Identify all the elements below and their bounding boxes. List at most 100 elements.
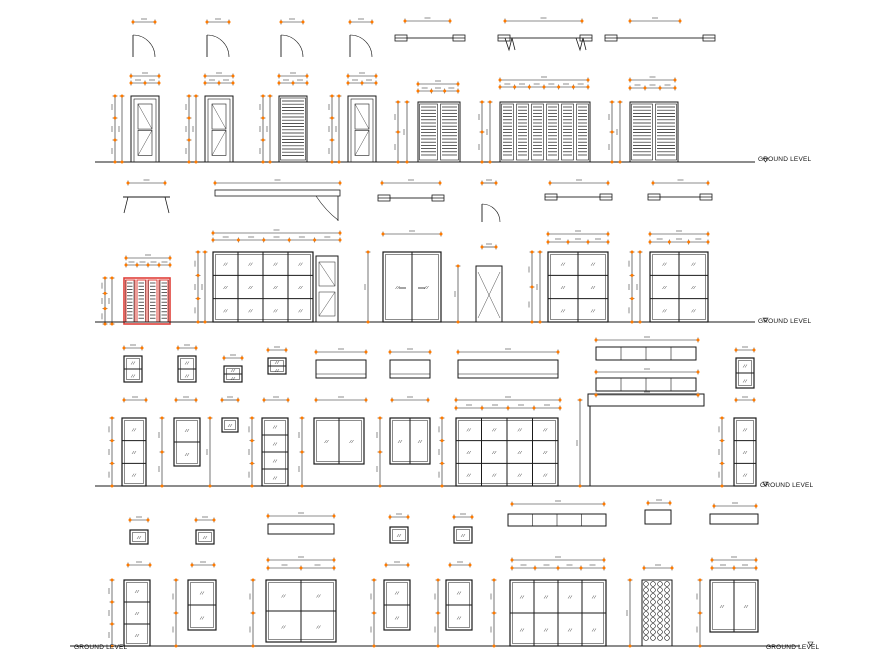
dimension-marker <box>286 398 290 402</box>
glass-hatch <box>521 628 525 632</box>
dimension-marker <box>250 439 254 443</box>
dimension-marker <box>403 19 407 23</box>
dimension-marker <box>696 370 700 374</box>
dimension-marker <box>628 19 632 23</box>
door-panel <box>137 103 153 130</box>
dimension-marker <box>160 416 164 420</box>
glass-hatch <box>468 473 471 477</box>
dimension-marker <box>673 86 677 90</box>
dimension-marker <box>494 181 498 185</box>
dimension-marker <box>628 644 632 648</box>
dimension-marker <box>538 250 542 254</box>
glass-hatch <box>324 439 327 444</box>
dimension-marker <box>440 484 444 488</box>
dimension-marker <box>606 240 610 244</box>
dimension-marker <box>370 20 374 24</box>
dimension-marker <box>194 346 198 350</box>
dimension-marker <box>187 160 191 164</box>
dimension-marker <box>558 398 562 402</box>
glass-hatch <box>275 262 278 266</box>
grille-ring <box>643 623 649 629</box>
glass-hatch <box>545 595 549 599</box>
glass-hatch <box>468 450 471 455</box>
grille-ring <box>650 593 656 599</box>
glass-hatch <box>131 428 135 432</box>
dimension-marker <box>579 566 583 570</box>
glass-hatch <box>567 595 571 599</box>
dimension-marker <box>208 484 212 488</box>
dimension-marker <box>103 291 107 295</box>
dimension-marker <box>251 644 255 648</box>
dimension-marker <box>261 94 265 98</box>
dimension-marker <box>217 81 221 85</box>
ground-level-label-row2: GROUND LEVEL <box>758 318 812 325</box>
glass-hatch <box>130 361 134 365</box>
glass-hatch <box>543 628 547 632</box>
dimension-marker <box>212 518 216 522</box>
glass-hatch <box>521 595 525 599</box>
dimension-marker <box>126 563 130 567</box>
glass-hatch <box>719 604 723 609</box>
ground-level-label-row3: GROUND LEVEL <box>760 482 814 489</box>
glass-hatch <box>394 591 398 595</box>
dimension-marker <box>157 263 161 267</box>
glass-hatch <box>136 535 140 540</box>
glass-hatch <box>276 368 280 373</box>
dimension-marker <box>643 86 647 90</box>
dimension-marker <box>658 86 662 90</box>
glass-hatch <box>273 309 276 313</box>
grille-ring <box>643 617 649 623</box>
dimension-marker <box>174 398 178 402</box>
glass-hatch <box>133 473 137 477</box>
glass-hatch <box>517 450 520 455</box>
dimension-marker <box>388 350 392 354</box>
dimension-marker <box>332 514 336 518</box>
dimension-marker <box>300 484 304 488</box>
dimension-marker <box>364 350 368 354</box>
window-inner <box>132 532 146 542</box>
glass-hatch <box>281 594 284 598</box>
dimension-marker <box>710 566 714 570</box>
dimension-marker <box>416 89 420 93</box>
dimension-marker <box>448 563 452 567</box>
dimension-marker <box>146 518 150 522</box>
panel-diagonal <box>318 291 336 317</box>
glass-hatch <box>232 376 236 381</box>
dimension-marker <box>250 416 254 420</box>
dimension-marker <box>480 130 484 134</box>
dimension-marker <box>277 81 281 85</box>
glass-hatch <box>276 360 280 365</box>
glass-hatch <box>136 611 140 616</box>
glass-hatch <box>298 309 301 313</box>
glass-hatch <box>519 628 523 632</box>
dimension-marker <box>734 398 738 402</box>
glass-hatch <box>230 368 234 373</box>
dimension-marker <box>157 74 161 78</box>
glass-hatch <box>462 533 466 538</box>
glass-hatch <box>569 595 573 599</box>
glass-hatch <box>519 450 522 455</box>
glass-hatch <box>274 459 278 463</box>
dimension-marker <box>120 94 124 98</box>
glass-hatch <box>227 423 231 428</box>
dimension-marker <box>416 82 420 86</box>
grille-ring <box>657 593 663 599</box>
glass-hatch <box>693 309 696 313</box>
small-window <box>389 526 409 544</box>
glass-hatch <box>351 439 354 444</box>
dimension-marker <box>187 116 191 120</box>
dimension-marker <box>300 450 304 454</box>
glass-hatch <box>184 452 188 457</box>
dimension-marker <box>532 406 536 410</box>
vent-window <box>221 417 239 433</box>
glass-hatch <box>743 604 747 609</box>
window-plan <box>315 359 367 379</box>
dimension-marker <box>448 19 452 23</box>
dimension-marker <box>187 138 191 142</box>
glass-hatch <box>664 285 667 290</box>
glass-hatch <box>225 309 228 313</box>
dimension-marker <box>203 250 207 254</box>
grille-ring <box>643 587 649 593</box>
shutter-leaf <box>516 103 529 161</box>
dimension-marker <box>492 644 496 648</box>
